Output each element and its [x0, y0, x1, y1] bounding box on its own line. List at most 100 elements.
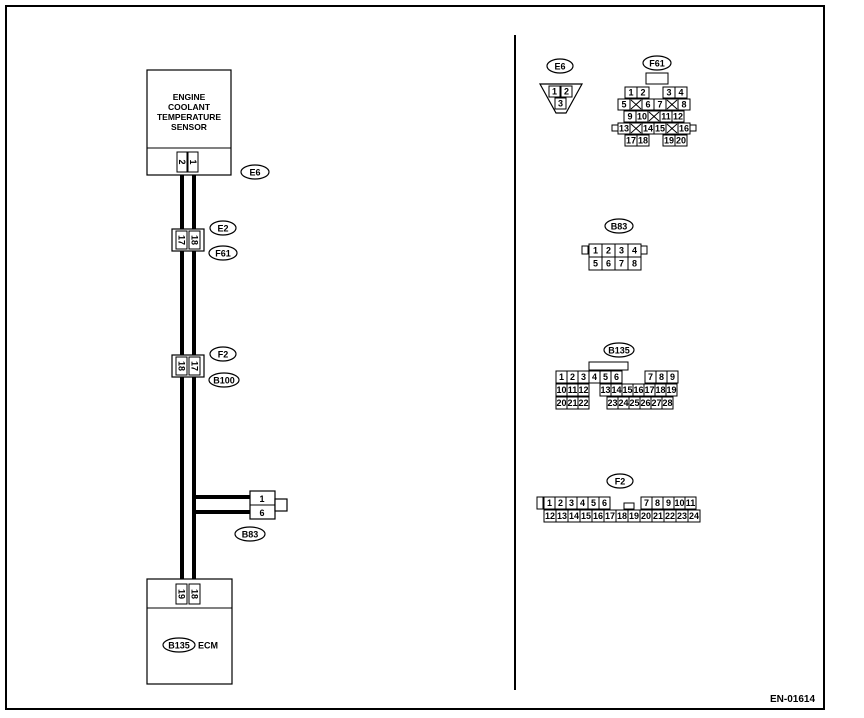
f2-cell — [687, 509, 701, 523]
joint-connector-e2-f61: 17 18 E2 F61 — [171, 220, 238, 261]
b83-pin-label: 8 — [632, 259, 637, 269]
f61-cell — [636, 134, 650, 147]
b135-pin-label: 8 — [659, 372, 664, 382]
e6-tag-label: E6 — [249, 168, 260, 178]
b135-pin-label: 17 — [644, 385, 654, 395]
f61-blank-mark — [666, 99, 678, 110]
b83-side-tab — [581, 245, 589, 255]
f61-pin-label: 17 — [626, 136, 636, 146]
f61-pin-label: 20 — [676, 136, 686, 146]
b83-pin-label: 4 — [632, 246, 637, 256]
f61-pin-label: 14 — [643, 124, 653, 134]
sensor-label-line4: SENSOR — [171, 122, 207, 132]
f61-blank-mark — [666, 123, 678, 134]
sensor-label-line2: COOLANT — [168, 102, 211, 112]
b135-pin-label: 23 — [607, 398, 617, 408]
b135-pin-label: 14 — [611, 385, 621, 395]
b83-tag — [604, 218, 634, 234]
f61-cell — [674, 86, 688, 99]
f2-key — [623, 502, 635, 510]
b83-cell — [627, 256, 642, 271]
diagram-frame — [5, 5, 825, 710]
e6-cell — [560, 85, 573, 98]
b135-pin-label: 28 — [662, 398, 672, 408]
e6-pin-label: 2 — [564, 87, 569, 97]
f2-pin-label: 1 — [547, 498, 552, 508]
f61-pin-label: 9 — [627, 112, 632, 122]
f2-pin-label: 13 — [557, 511, 567, 521]
f61-pin-label: 6 — [645, 100, 650, 110]
sensor-label-line3: TEMPERATURE — [157, 112, 221, 122]
f2-pin-label: 21 — [653, 511, 663, 521]
b135-pin-label: 21 — [567, 398, 577, 408]
f61-pin-label: 12 — [673, 112, 683, 122]
f61-side-tab — [689, 124, 697, 132]
b83-pin-label: 3 — [619, 246, 624, 256]
f2-pin-label: 19 — [629, 511, 639, 521]
ecm-connector-tag: B135 — [168, 641, 190, 651]
f2-pin-label: 16 — [593, 511, 603, 521]
joint2-bottom-label: B100 — [213, 376, 235, 386]
b83-side-tab — [640, 245, 648, 255]
f61-pin-label: 7 — [657, 100, 662, 110]
b135-tag — [603, 342, 635, 358]
ecm-box: 19 18 B135 ECM — [146, 578, 233, 685]
f61-tag — [642, 55, 672, 71]
f2-pin-label: 20 — [641, 511, 651, 521]
b135-pin-label: 20 — [556, 398, 566, 408]
f61-cell — [677, 122, 691, 135]
b83-inline-connector: 1 6 B83 — [234, 490, 288, 542]
sensor-pin-2: 2 — [177, 159, 187, 164]
b135-pin-label: 7 — [648, 372, 653, 382]
b135-pin-label: 9 — [670, 372, 675, 382]
f2-pin-label: 7 — [644, 498, 649, 508]
f2-pin-label: 3 — [569, 498, 574, 508]
f61-blank-mark — [630, 123, 642, 134]
joint2-pin-a: 18 — [177, 361, 187, 371]
ecm-pin-18: 18 — [190, 589, 200, 599]
b83-pin-label: 2 — [606, 246, 611, 256]
b83-pin-label: 6 — [606, 259, 611, 269]
f2-pin-label: 5 — [591, 498, 596, 508]
b83-tag-label: B83 — [611, 222, 628, 232]
b135-pin-label: 25 — [629, 398, 639, 408]
b135-pin-label: 13 — [600, 385, 610, 395]
f61-cell — [671, 110, 685, 123]
e6-tag-label: E6 — [554, 62, 565, 72]
b135-pin-label: 12 — [578, 385, 588, 395]
f61-pin-label: 10 — [637, 112, 647, 122]
f2-pin-label: 10 — [674, 498, 684, 508]
f2-pin-label: 18 — [617, 511, 627, 521]
f61-blank-mark — [648, 111, 660, 122]
b83-pin-6: 6 — [259, 508, 264, 518]
f2-tag-label: F2 — [615, 477, 626, 487]
e6-pin-label: 3 — [558, 99, 563, 109]
e6-cell — [548, 85, 561, 98]
f61-pin-label: 2 — [640, 88, 645, 98]
f2-cell — [598, 496, 611, 510]
b135-tag-label: B135 — [608, 346, 630, 356]
b135-pin-label: 4 — [592, 372, 597, 382]
f61-pin-label: 18 — [638, 136, 648, 146]
b135-pin-label: 11 — [568, 385, 578, 395]
f2-pin-label: 22 — [665, 511, 675, 521]
f61-tag-label: F61 — [649, 59, 665, 69]
b135-pin-label: 19 — [666, 385, 676, 395]
b135-pin-label: 24 — [618, 398, 628, 408]
b135-cell — [665, 383, 678, 397]
f61-cell — [674, 134, 688, 147]
f2-pin-label: 15 — [581, 511, 591, 521]
b135-pin-label: 10 — [556, 385, 566, 395]
f61-pin-label: 5 — [621, 100, 626, 110]
f2-pin-label: 14 — [569, 511, 579, 521]
e6-tag: E6 — [240, 164, 270, 180]
f61-blank-mark — [630, 99, 642, 110]
b135-pin-label: 18 — [655, 385, 665, 395]
e6-cell — [554, 97, 567, 110]
f2-tag — [606, 473, 634, 489]
engine-coolant-temperature-sensor: ENGINE COOLANT TEMPERATURE SENSOR 2 1 — [146, 69, 232, 176]
b135-pin-label: 5 — [603, 372, 608, 382]
b135-pin-label: 15 — [622, 385, 632, 395]
b135-cell — [666, 370, 679, 384]
